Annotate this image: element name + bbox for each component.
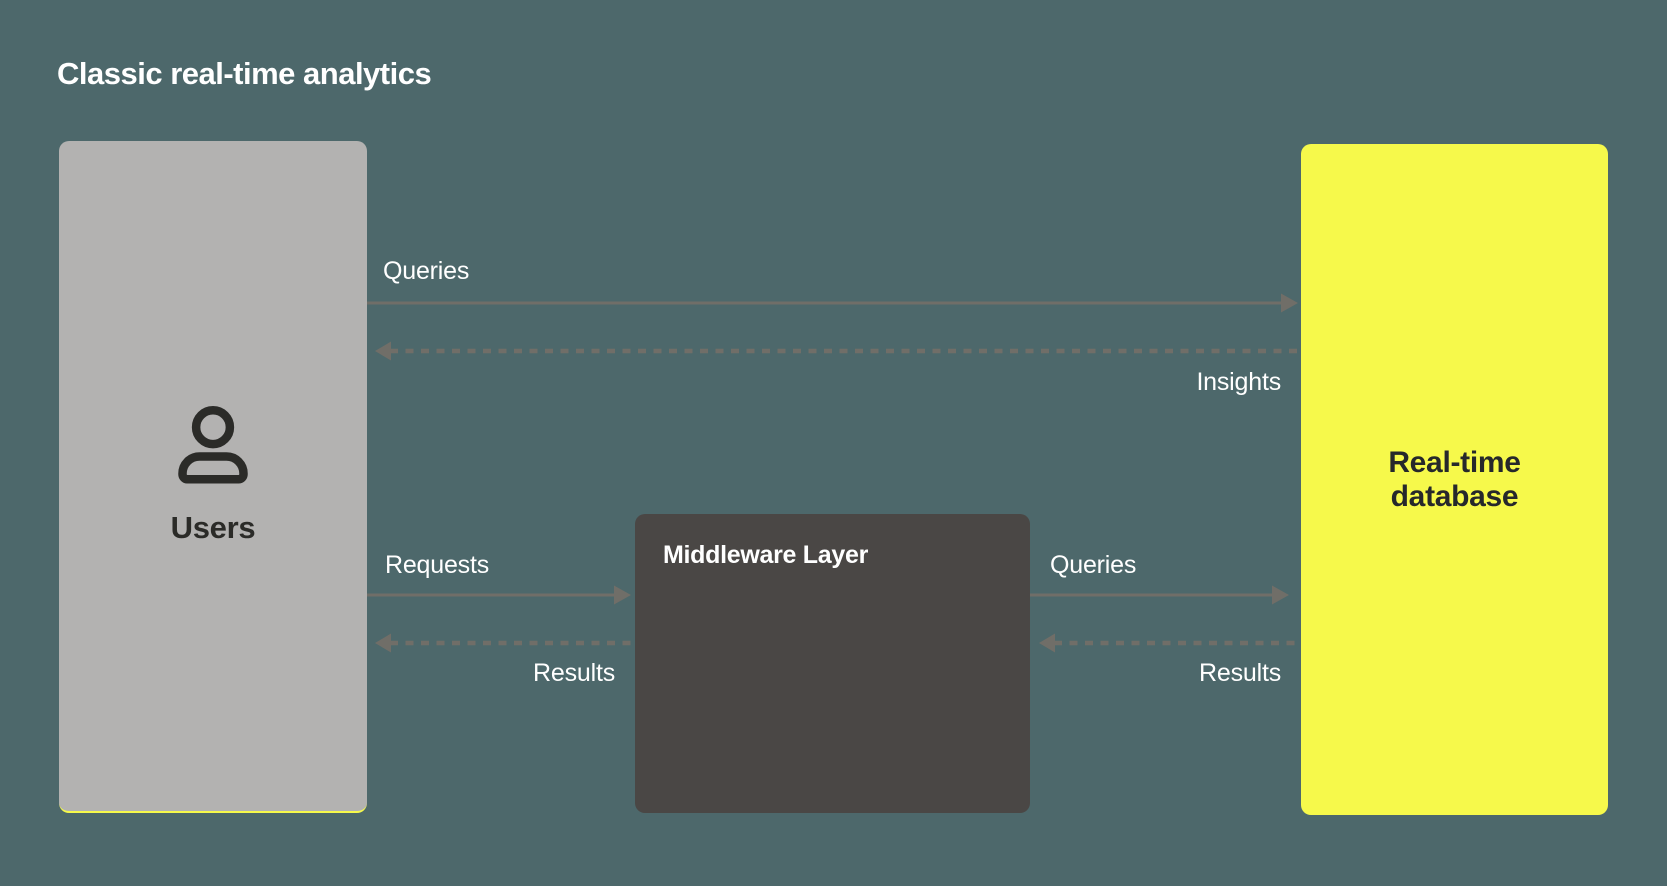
node-users-label: Users (170, 510, 256, 545)
arrow-users-to-middleware-requests (367, 585, 631, 605)
arrow-middleware-to-users-results (375, 633, 635, 653)
node-middleware: Middleware Layer (635, 514, 1030, 813)
arrow-database-to-users-insights (375, 341, 1302, 361)
flow-label-requests: Requests (385, 551, 490, 579)
flow-label-results-left: Results (533, 659, 615, 687)
flow-label-insights: Insights (1196, 368, 1281, 396)
node-database-label: Real-time database (1388, 445, 1521, 513)
person-icon (178, 406, 248, 484)
node-middleware-label: Middleware Layer (663, 541, 869, 569)
diagram-title: Classic real-time analytics (57, 56, 432, 91)
node-users: Users (59, 141, 367, 813)
flow-label-results-right: Results (1199, 659, 1281, 687)
arrow-users-to-database-queries (367, 293, 1298, 313)
node-database: Real-time database (1301, 144, 1608, 815)
arrow-middleware-to-database-queries (1030, 585, 1289, 605)
arrow-database-to-middleware-results (1039, 633, 1302, 653)
flow-label-queries-top: Queries (383, 257, 470, 285)
flow-label-queries-mid: Queries (1050, 551, 1137, 579)
